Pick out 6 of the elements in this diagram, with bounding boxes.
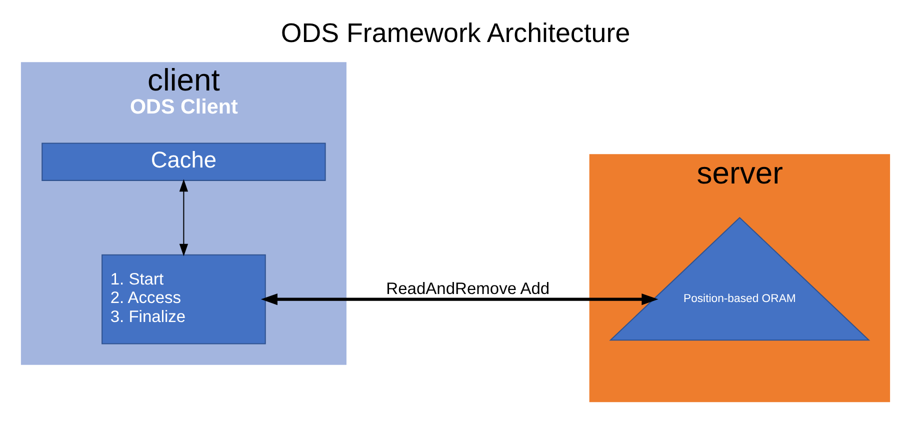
arrow <box>260 293 658 305</box>
edge-label: ReadAndRemove Add <box>386 278 550 298</box>
node-box: 1. Start 2. Access 3. Finalize <box>102 254 266 344</box>
diagram-title: ODS Framework Architecture <box>280 17 630 48</box>
node-box: Cache <box>42 142 326 180</box>
arrow <box>179 178 188 256</box>
